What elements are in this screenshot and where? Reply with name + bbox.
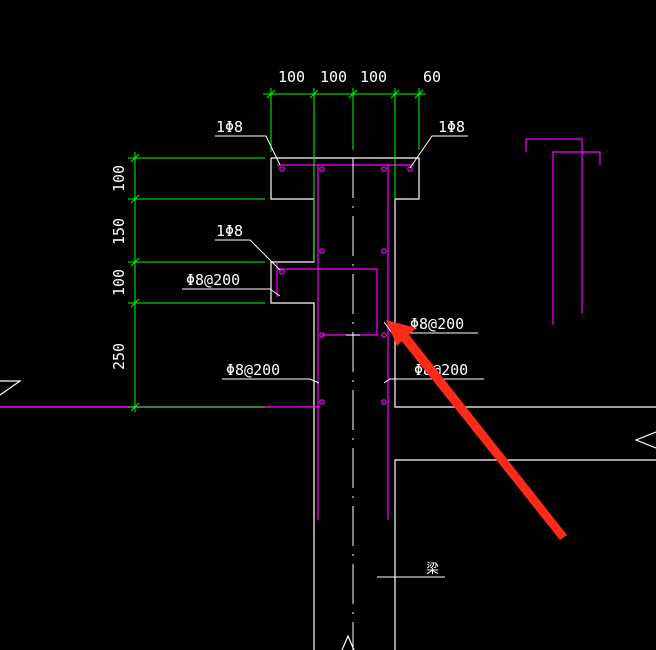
left-dim-label-1: 100 <box>110 165 128 192</box>
left-dim-label-4: 250 <box>110 343 128 370</box>
dim-tick <box>414 89 424 99</box>
dim-tick <box>390 89 400 99</box>
dim-tick <box>309 89 319 99</box>
rebar-dot <box>319 248 325 254</box>
left-dim-label-3: 100 <box>110 269 128 296</box>
leader-top-left <box>215 135 281 166</box>
rebar-dot <box>319 332 325 338</box>
top-dim-label-2: 100 <box>320 68 347 86</box>
dim-tick <box>130 153 140 163</box>
rebar-dot <box>381 248 387 254</box>
leader-stirrup-1 <box>182 288 281 297</box>
rebar-label-top-right: 1Φ8 <box>438 118 465 136</box>
top-dim-label-1: 100 <box>278 68 305 86</box>
rebar-dot <box>407 166 413 172</box>
rebar-dot <box>319 399 325 405</box>
arrow-head <box>386 320 416 346</box>
section-cut-marker-bottom <box>341 634 355 650</box>
rebar-dot <box>381 332 387 338</box>
dim-tick <box>130 194 140 204</box>
dim-tick <box>130 257 140 267</box>
section-cut-marker-left <box>0 380 22 396</box>
rebar-label-stirrup-1: Φ8@200 <box>186 271 240 289</box>
rebar-stirrup-hook <box>277 268 378 336</box>
top-dim-label-4: 60 <box>423 68 441 86</box>
section-cut-marker-right <box>634 431 656 449</box>
slab-lower-profile <box>394 459 656 650</box>
beam-label: 梁 <box>426 562 439 577</box>
rebar-dot <box>319 166 325 172</box>
leader-stirrup-3 <box>222 378 320 384</box>
top-dim-label-3: 100 <box>360 68 387 86</box>
rebar-label-stirrup-3: Φ8@200 <box>226 361 280 379</box>
rebar-dot <box>279 166 285 172</box>
rebar-dot <box>381 166 387 172</box>
rebar-detail-right-b <box>552 151 601 325</box>
rebar-dot <box>279 269 285 275</box>
rebar-label-mid-left: 1Φ8 <box>216 222 243 240</box>
leader-lines <box>182 135 484 578</box>
dim-tick <box>130 298 140 308</box>
left-dim-label-2: 150 <box>110 218 128 245</box>
dim-tick <box>130 402 140 412</box>
red-annotation-arrow <box>386 320 567 540</box>
rebar-detail-right-a <box>525 138 583 313</box>
leader-top-right <box>409 135 468 169</box>
leader-mid-left <box>215 239 281 271</box>
rebar-dots <box>279 166 413 405</box>
leader-stirrup-4 <box>383 378 484 384</box>
section-profile-right <box>271 157 656 408</box>
dimension-lines <box>128 88 426 412</box>
dim-tick <box>348 89 358 99</box>
rebar-dot <box>381 399 387 405</box>
arrow-shaft <box>400 331 567 540</box>
rebar-label-top-left: 1Φ8 <box>216 118 243 136</box>
dim-tick <box>266 89 276 99</box>
rebar-label-stirrup-2: Φ8@200 <box>410 315 464 333</box>
section-profile-left <box>270 158 315 650</box>
concrete-outline <box>0 157 656 650</box>
